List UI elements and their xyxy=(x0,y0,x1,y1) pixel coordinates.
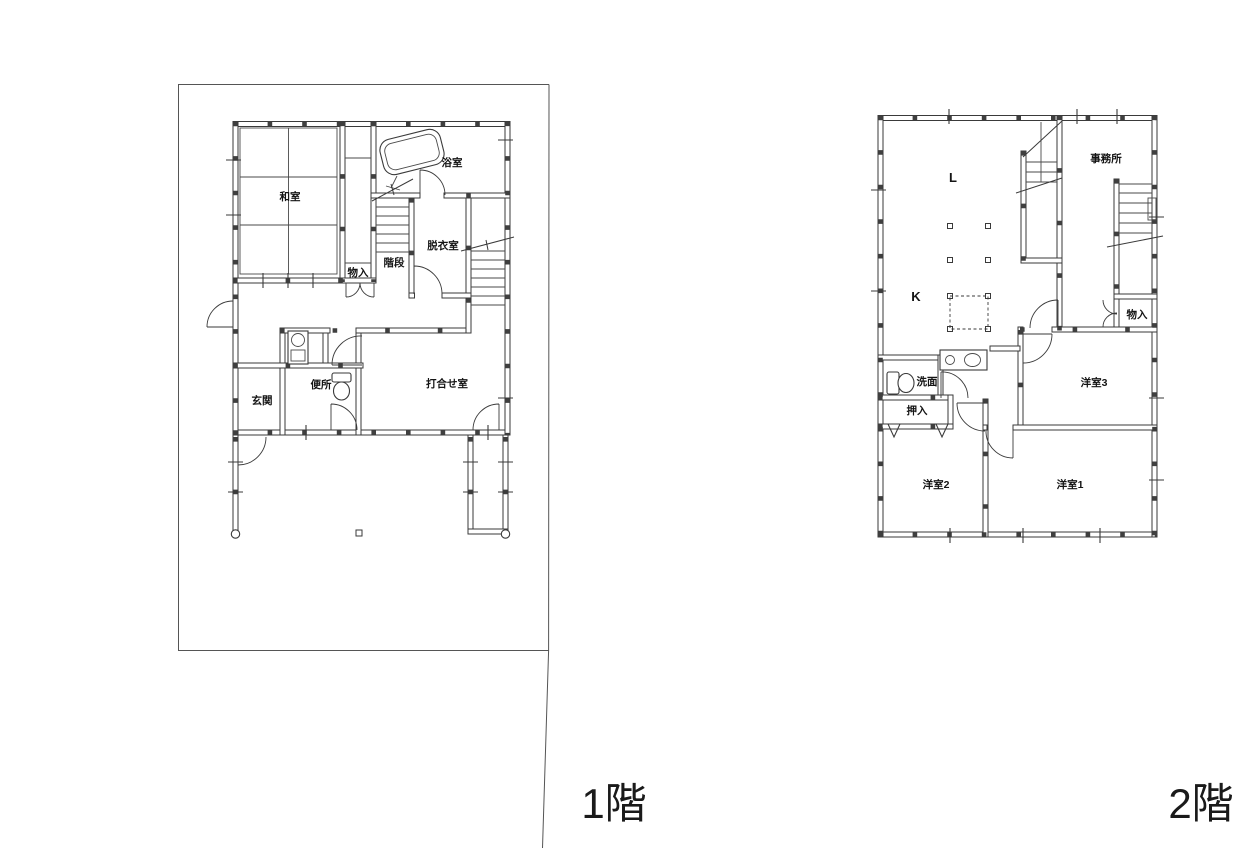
window-icon xyxy=(1147,197,1157,221)
floor2-doors xyxy=(940,299,1118,459)
stair-hall-door xyxy=(1029,299,1059,329)
site-boundary xyxy=(178,84,550,848)
post-icon xyxy=(355,529,363,537)
room-label-yoshitsu3: 洋室3 xyxy=(1081,376,1108,389)
floor2-title: 2階 xyxy=(1168,780,1233,827)
room-label-kaidan: 階段 xyxy=(384,256,405,269)
toilet-icon xyxy=(331,372,352,401)
kitchen-sink-icon xyxy=(287,330,309,365)
floor1-doors xyxy=(206,169,500,466)
room-label-benjo: 便所 xyxy=(311,378,332,391)
bath-drain-icon xyxy=(385,175,401,191)
senmen-door xyxy=(940,371,969,399)
closet-double-door xyxy=(345,282,375,298)
floor1-walls xyxy=(232,121,511,436)
floor2-walls xyxy=(877,115,1158,538)
room-label-yokushitsu: 浴室 xyxy=(442,156,463,169)
room-label-kitchen: K xyxy=(911,289,921,304)
room-label-uchiawase: 打合せ室 xyxy=(426,377,468,390)
washroom-door xyxy=(331,335,363,366)
round-post-icon xyxy=(230,529,241,539)
staircase-east xyxy=(460,236,515,306)
bathtub-icon xyxy=(379,128,445,176)
room-label-monoire-2f: 物入 xyxy=(1127,308,1149,321)
entry-door xyxy=(206,300,234,328)
bath-door xyxy=(419,169,446,196)
staircase-middle-2f xyxy=(1015,120,1063,194)
floor1-title: 1階 xyxy=(581,780,646,827)
toilet-icon-2f xyxy=(886,371,915,395)
yoshitsu3-door xyxy=(1022,333,1053,364)
round-post-icon xyxy=(500,529,511,539)
staircase-main xyxy=(371,178,414,253)
floor1-window-ticks xyxy=(226,139,513,493)
room-label-jimusho: 事務所 xyxy=(1090,152,1122,165)
room-label-datsuishitsu: 脱衣室 xyxy=(427,239,459,252)
room-label-oshiire: 押入 xyxy=(907,404,928,417)
floor2-post-grid xyxy=(947,223,991,332)
toilet-door xyxy=(330,403,358,431)
genkan-south-door xyxy=(237,436,267,466)
room-label-senmen: 洗面 xyxy=(917,375,938,388)
yoshitsu1-door xyxy=(985,429,1014,459)
room-label-yoshitsu2: 洋室2 xyxy=(923,478,950,491)
dashed-hatch-opening xyxy=(949,295,989,330)
monoire-bifold-door xyxy=(1102,299,1118,328)
floor2-window-ticks xyxy=(871,109,1164,543)
vanity-sink-icon xyxy=(939,349,988,371)
floor2-posts xyxy=(878,115,1157,537)
room-label-monoire-1f: 物入 xyxy=(348,266,369,279)
floor1-plan: 和室 浴室 脱衣室 階段 物入 玄関 便所 打合せ室 xyxy=(206,121,515,539)
floor2-plan: L K 事務所 物入 洗面 押入 洋室3 洋室2 洋室1 xyxy=(871,109,1164,543)
room-label-genkan: 玄関 xyxy=(252,394,273,407)
room-label-washitsu: 和室 xyxy=(279,190,301,203)
yoshitsu2-door xyxy=(956,402,986,432)
dressing-room-door xyxy=(413,265,443,295)
floor1-porch xyxy=(230,434,511,539)
room-label-yoshitsu1: 洋室1 xyxy=(1057,478,1084,491)
room-label-living: L xyxy=(949,170,957,185)
staircase-east-2f xyxy=(1106,183,1164,248)
closet-marks xyxy=(887,423,949,439)
meeting-room-door xyxy=(472,403,500,431)
